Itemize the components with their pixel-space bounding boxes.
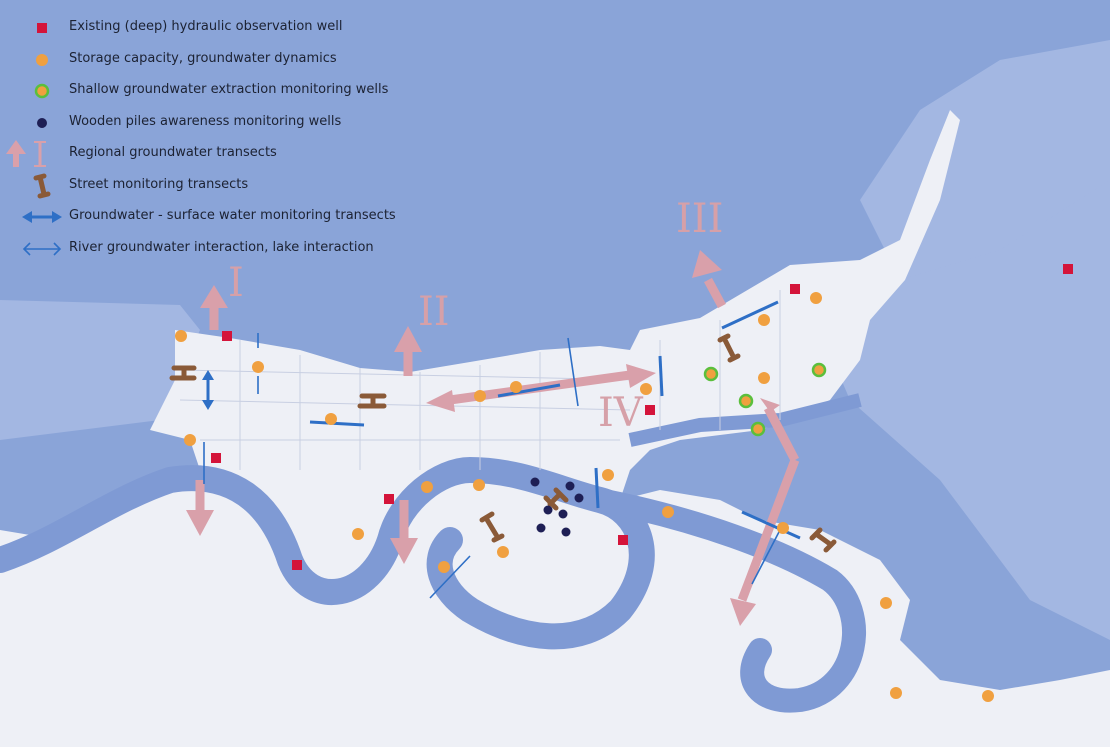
river-lake-transects: [203, 333, 781, 599]
deep-wells: [211, 264, 1073, 570]
legend-row-deep-well: Existing (deep) hydraulic observation we…: [0, 14, 400, 42]
blue-double-arrow-icon: [22, 211, 62, 223]
navy-dot-icon: [37, 118, 47, 128]
orange-dot-icon: [36, 54, 48, 66]
pink-arrow-icon: [6, 140, 46, 167]
legend-row-regional: Regional groundwater transects: [0, 140, 400, 168]
legend: Existing (deep) hydraulic observation we…: [0, 0, 420, 270]
legend-label-river-lake: River groundwater interaction, lake inte…: [69, 240, 374, 255]
legend-row-shallow: Shallow groundwater extraction monitorin…: [0, 77, 400, 105]
green-ring-dot-icon: [34, 83, 50, 99]
legend-label-street: Street monitoring transects: [69, 177, 249, 192]
street-transects: [169, 333, 837, 553]
transect-label-3: III: [676, 196, 723, 242]
legend-label-deep-well: Existing (deep) hydraulic observation we…: [69, 19, 343, 34]
legend-label-storage: Storage capacity, groundwater dynamics: [69, 51, 337, 66]
legend-label-gw-sw: Groundwater - surface water monitoring t…: [69, 208, 396, 223]
legend-row-gw-sw: Groundwater - surface water monitoring t…: [0, 203, 400, 231]
shallow-wells: [703, 362, 827, 437]
gw-sw-transects: [202, 300, 801, 540]
red-square-icon: [37, 23, 47, 33]
mississippi-river-east: [588, 488, 866, 713]
legend-label-shallow: Shallow groundwater extraction monitorin…: [69, 82, 389, 97]
legend-row-piles: Wooden piles awareness monitoring wells: [0, 109, 400, 137]
legend-row-street: Street monitoring transects: [0, 172, 400, 200]
pile-wells: [530, 477, 584, 537]
canal: [628, 393, 862, 447]
legend-row-storage: Storage capacity, groundwater dynamics: [0, 46, 400, 74]
legend-label-regional: Regional groundwater transects: [69, 145, 277, 160]
transect-label-2: II: [418, 289, 450, 335]
storage-dots: [175, 292, 994, 702]
legend-label-piles: Wooden piles awareness monitoring wells: [69, 114, 342, 129]
brown-i-beam-icon: [33, 173, 51, 199]
transect-label-1: I: [228, 260, 244, 306]
transect-label-4: IV: [598, 390, 644, 436]
thin-blue-double-arrow-icon: [22, 242, 62, 256]
legend-row-river-lake: River groundwater interaction, lake inte…: [0, 235, 400, 263]
